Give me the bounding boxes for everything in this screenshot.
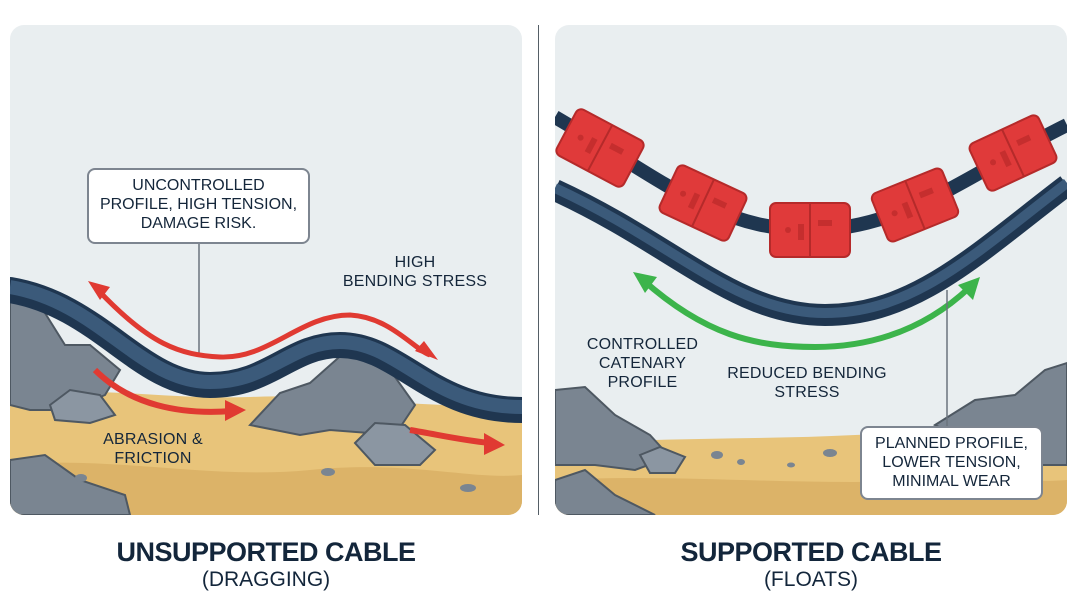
planned-profile-callout: PLANNED PROFILE, LOWER TENSION, MINIMAL … xyxy=(860,426,1043,500)
unsupported-scene xyxy=(10,243,522,515)
arrowhead xyxy=(958,277,980,300)
left-caption-subtitle: (DRAGGING) xyxy=(201,568,331,591)
callout-line: DAMAGE RISK. xyxy=(140,215,257,232)
arrowhead xyxy=(88,281,110,300)
reduced-bending-arrow xyxy=(641,277,973,351)
abrasion-arrow xyxy=(92,367,233,415)
rock xyxy=(10,453,132,515)
abrasion-friction-label: ABRASION & FRICTION xyxy=(103,431,203,467)
right-caption-subtitle: (FLOATS) xyxy=(763,568,859,591)
supported-scene xyxy=(555,108,1067,515)
arrowhead xyxy=(633,272,657,293)
left-caption-title: UNSUPPORTED CABLE xyxy=(116,537,416,567)
buoyancy-float xyxy=(968,114,1058,192)
supported-cable-panel: CONTROLLED CATENARY PROFILE REDUCED BEND… xyxy=(555,25,1067,515)
unsupported-cable-panel: UNCONTROLLED PROFILE, HIGH TENSION, DAMA… xyxy=(10,25,522,515)
buoyancy-float xyxy=(658,164,748,242)
arrowhead xyxy=(484,433,505,455)
lower-cable-highlight xyxy=(555,179,1067,319)
pebble xyxy=(321,468,335,476)
right-caption-title: SUPPORTED CABLE xyxy=(680,537,942,567)
callout-line: LOWER TENSION, xyxy=(882,454,1021,471)
pebble xyxy=(711,451,723,459)
uncontrolled-profile-callout: UNCONTROLLED PROFILE, HIGH TENSION, DAMA… xyxy=(87,168,310,244)
rock xyxy=(48,388,117,425)
abrasion-arrow xyxy=(409,427,491,446)
arrowhead xyxy=(415,341,438,360)
buoyancy-float xyxy=(870,167,960,243)
controlled-catenary-label: CONTROLLED CATENARY PROFILE xyxy=(586,336,699,391)
arrowhead xyxy=(225,400,246,421)
left-caption: UNSUPPORTED CABLE (DRAGGING) xyxy=(10,537,522,593)
reduced-bending-stress-label: REDUCED BENDING STRESS xyxy=(727,365,887,401)
callout-line: PLANNED PROFILE, xyxy=(875,435,1028,452)
buoyancy-float xyxy=(769,202,851,258)
pebble xyxy=(460,484,476,492)
panel-divider xyxy=(538,25,539,515)
rock xyxy=(555,468,656,515)
rock xyxy=(638,445,687,474)
buoyancy-float xyxy=(555,108,645,188)
callout-line: PROFILE, HIGH TENSION, xyxy=(99,196,298,213)
bending-stress-arrow xyxy=(96,288,432,360)
high-bending-stress-label: HIGH BENDING STRESS xyxy=(342,254,488,290)
callout-line: UNCONTROLLED xyxy=(132,177,265,194)
cable-highlight xyxy=(10,280,522,414)
pebble xyxy=(75,474,87,482)
pebble xyxy=(823,449,837,457)
pebble xyxy=(787,462,795,468)
right-caption: SUPPORTED CABLE (FLOATS) xyxy=(555,537,1067,593)
pebble xyxy=(737,459,745,465)
callout-line: MINIMAL WEAR xyxy=(892,473,1011,490)
seabed-sand-shadow xyxy=(10,462,522,515)
